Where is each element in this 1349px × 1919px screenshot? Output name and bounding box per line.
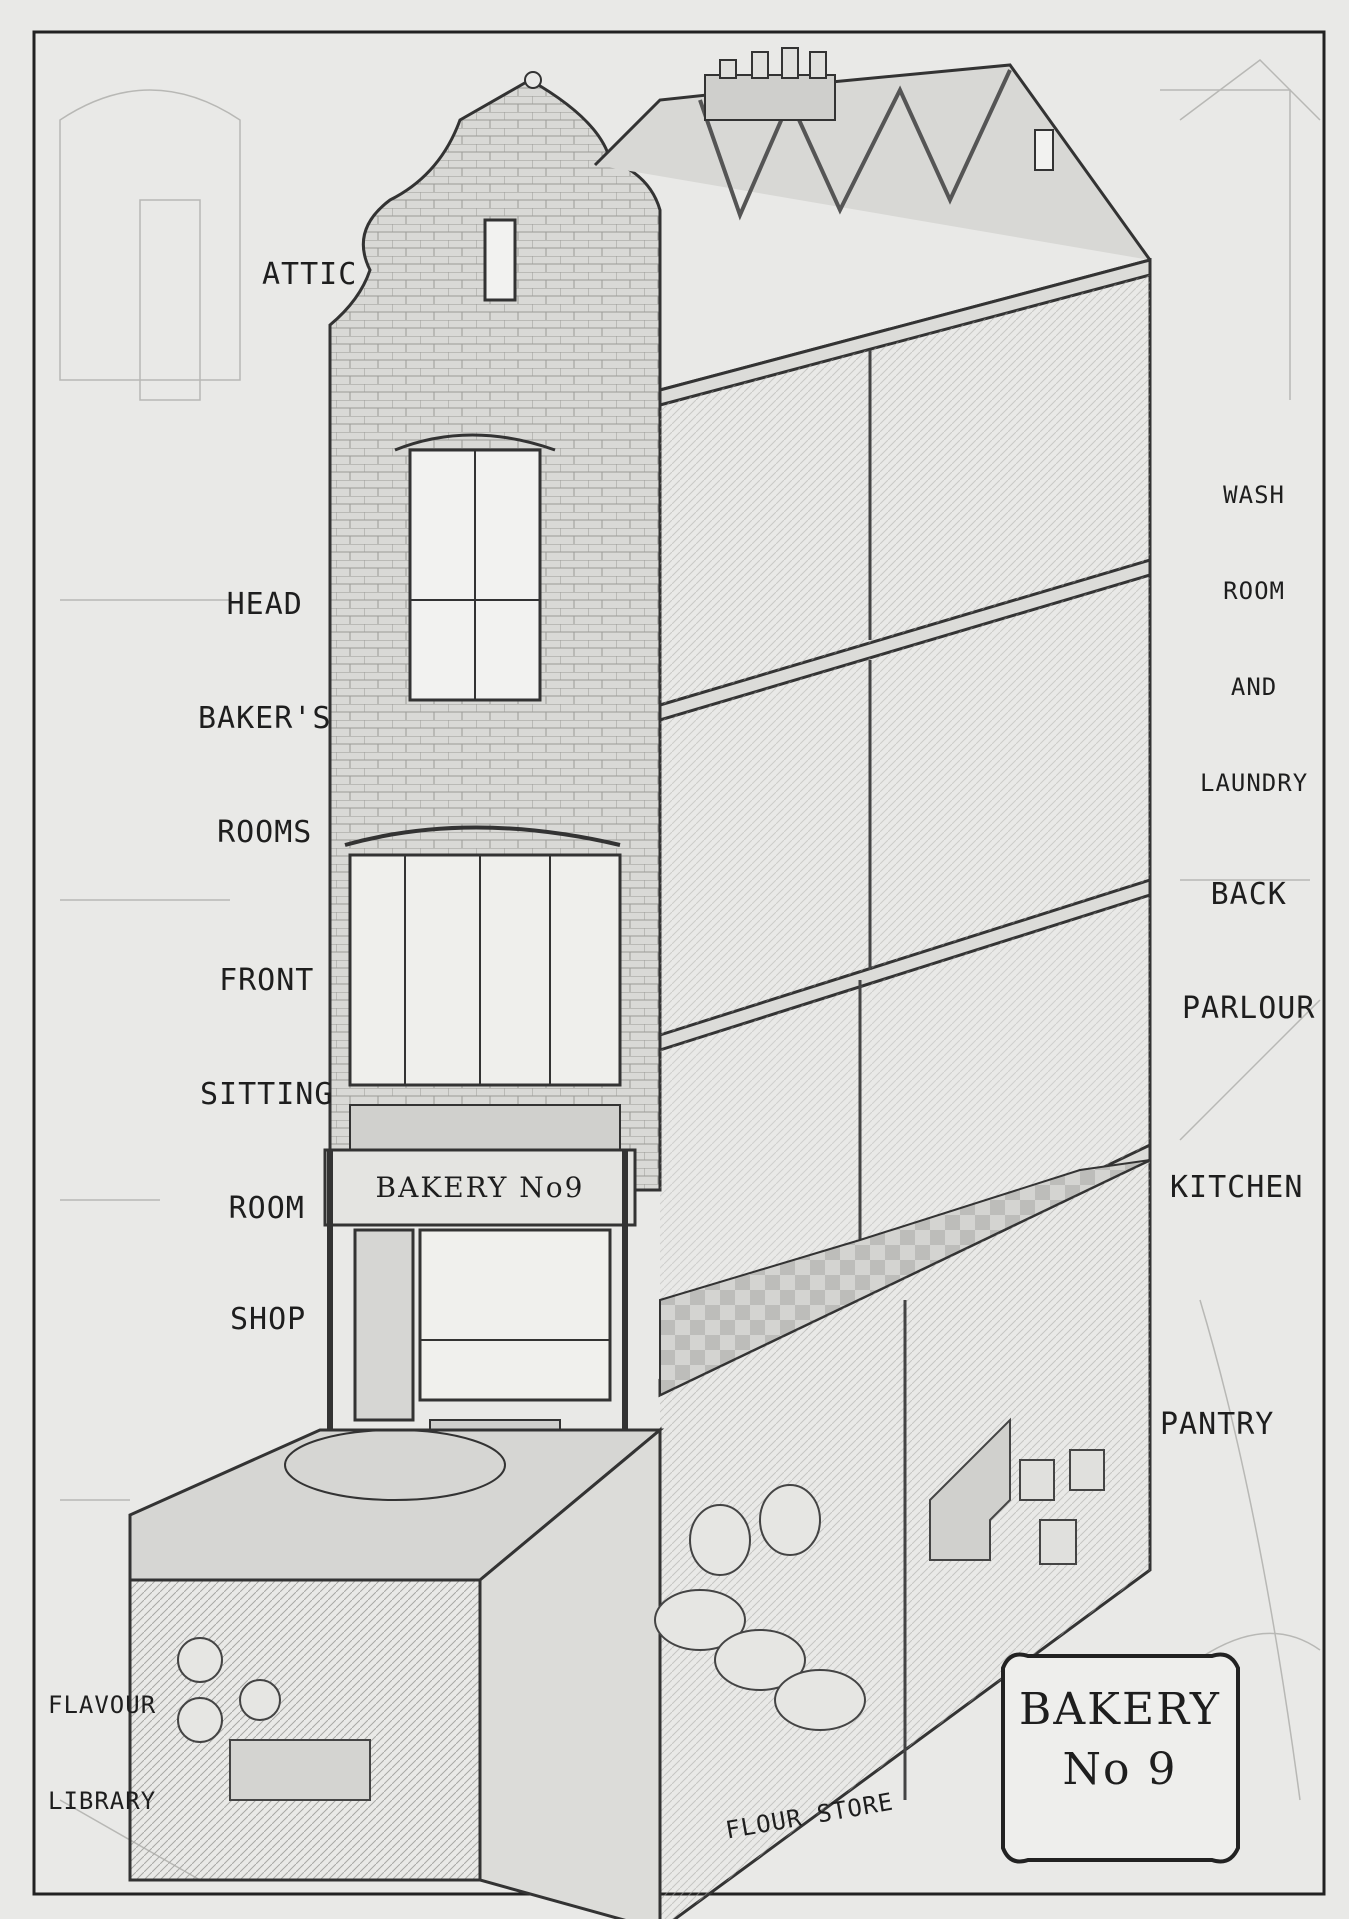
label-back-parlour: BACK PARLOUR — [1182, 877, 1316, 1026]
chimney-pots — [719, 47, 827, 79]
roof — [593, 63, 1152, 261]
shop-floor-tiles — [659, 1159, 1151, 1397]
label-flour-store: FLOUR STORE — [723, 1787, 896, 1845]
label-kitchen: KITCHEN — [1170, 1170, 1304, 1205]
label-flavour-library: FLAVOUR LIBRARY — [48, 1691, 157, 1815]
label-wash-room-and-laundry: WASH ROOM AND LAUNDRY — [1200, 481, 1309, 797]
attic-side-window — [1034, 129, 1054, 171]
chimney — [704, 74, 836, 121]
gable-finial — [524, 71, 542, 89]
title-plaque-line-2: No 9 — [1062, 1744, 1178, 1795]
room-interiors — [660, 275, 1150, 1919]
shop-sign: BAKERY No9 — [375, 1171, 585, 1204]
cellar — [128, 1417, 1105, 1919]
title-plaque — [1001, 1652, 1240, 1864]
front-sitting-room-windows — [344, 825, 622, 1151]
title-plaque-line-1: BAKERY — [1019, 1684, 1221, 1735]
label-attic: ATTIC — [262, 257, 358, 292]
title-plaque-text: BAKERY No 9 — [1010, 1680, 1230, 1800]
label-shop: SHOP — [230, 1302, 307, 1337]
label-head-bakers-rooms: HEAD BAKER'S ROOMS — [198, 587, 332, 850]
label-pantry: PANTRY — [1160, 1407, 1275, 1442]
roof-trusses — [698, 69, 1012, 221]
head-bakers-window — [394, 433, 556, 702]
label-front-sitting-room: FRONT SITTING ROOM — [200, 963, 334, 1226]
attic-window — [483, 218, 517, 302]
